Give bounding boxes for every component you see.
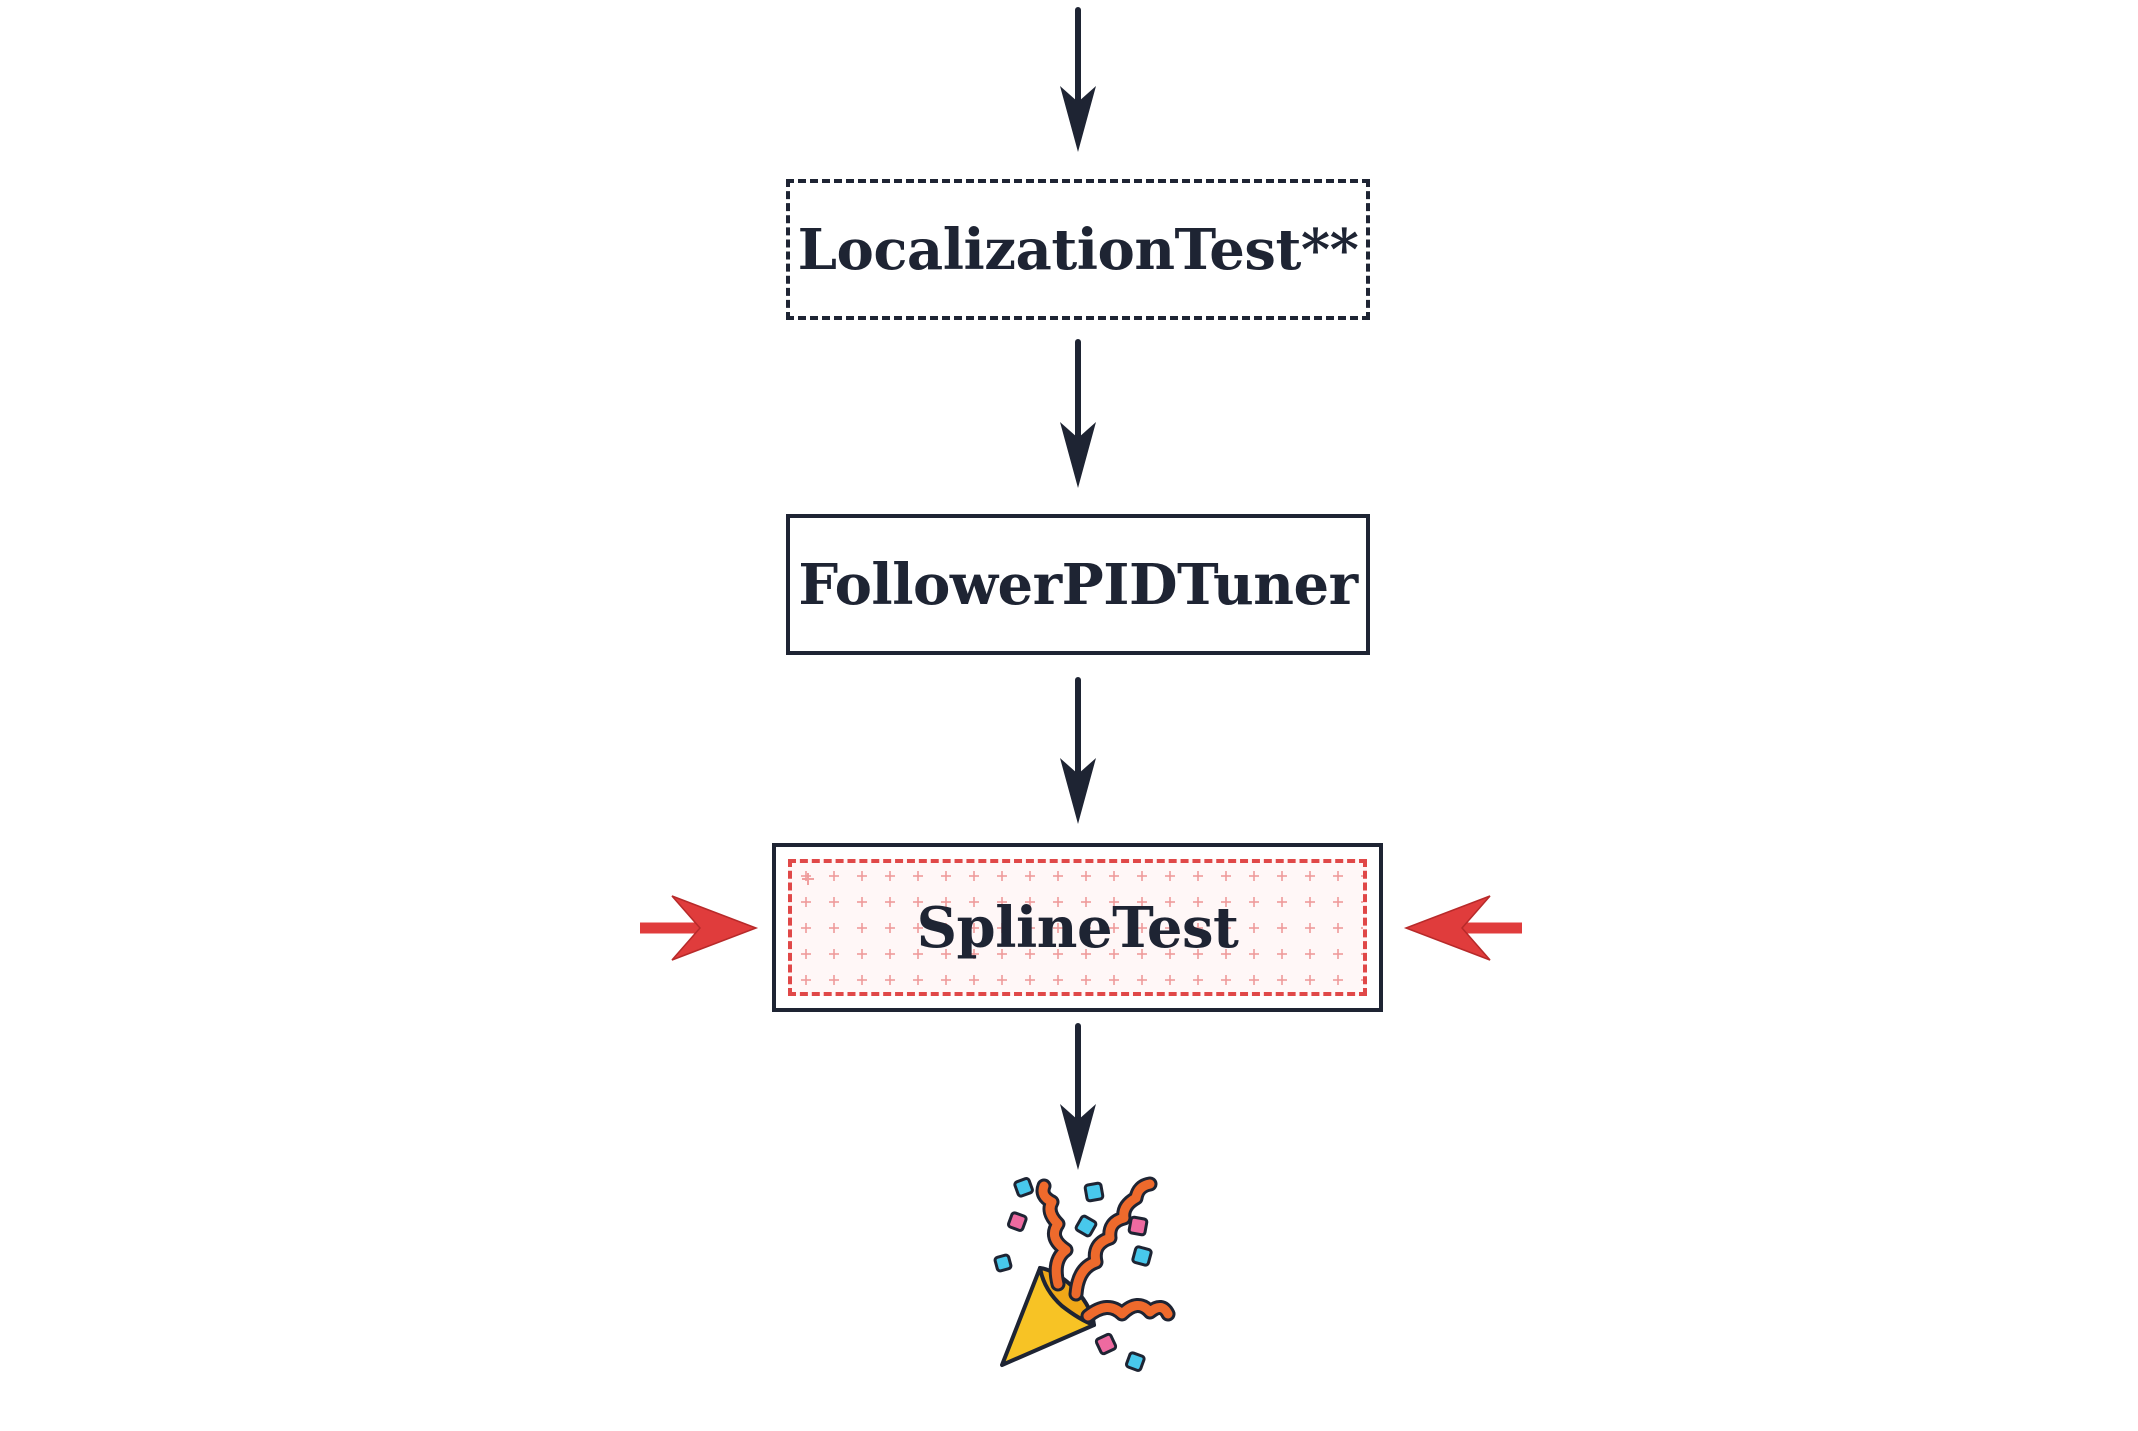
node-localization-test: LocalizationTest** [786, 179, 1370, 320]
plus-pattern [792, 863, 1363, 992]
highlight-frame [788, 859, 1367, 996]
node-label: FollowerPIDTuner [798, 551, 1358, 618]
edge-follower-to-spline [1060, 677, 1096, 824]
node-follower-pid-tuner: FollowerPIDTuner [786, 514, 1370, 655]
node-label: LocalizationTest** [797, 216, 1359, 283]
highlight-arrow-right [1403, 895, 1522, 961]
node-label: SplineTest [916, 894, 1239, 961]
node-spline-test: SplineTest [772, 843, 1383, 1012]
edge-start-to-localization [1060, 7, 1096, 152]
edge-spline-to-celebration [1060, 1023, 1096, 1170]
edge-localization-to-follower [1060, 339, 1096, 488]
highlight-arrow-left [640, 895, 759, 961]
